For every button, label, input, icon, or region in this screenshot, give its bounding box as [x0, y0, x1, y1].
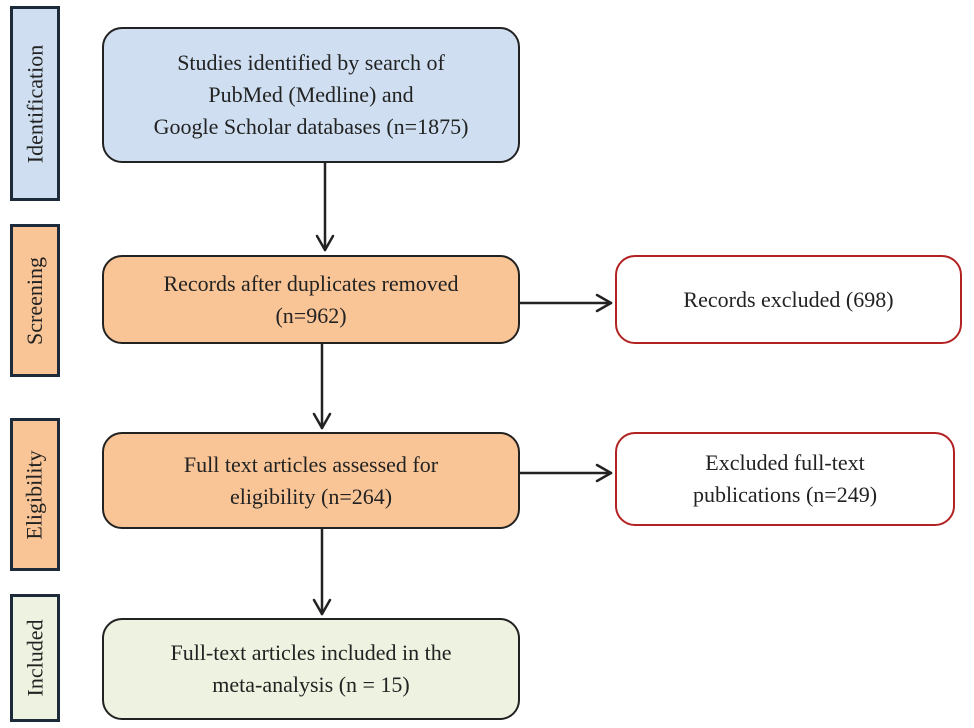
box-assessed-line-1: Full text articles assessed for: [183, 451, 439, 477]
arrow-to-excluded-fulltext: [518, 463, 613, 483]
arrow-duplicates-to-assessed: [312, 342, 332, 430]
box-after-duplicates: Records after duplicates removed (n=962): [102, 255, 520, 344]
box-excluded-fulltext-line-1: Excluded full-text: [705, 450, 865, 475]
arrow-identified-to-duplicates: [315, 161, 335, 252]
box-included-final: Full-text articles included in the meta-…: [102, 618, 520, 720]
box-excluded-fulltext: Excluded full-text publications (n=249): [615, 432, 955, 526]
box-excluded-fulltext-line-2: publications (n=249): [692, 482, 878, 507]
arrow-assessed-to-included: [312, 527, 332, 616]
stage-label-identification: Identification: [10, 6, 60, 201]
stage-label-screening: Screening: [10, 224, 60, 377]
box-studies-identified: Studies identified by search of PubMed (…: [102, 27, 520, 163]
box-assessed-line-2: eligibility (n=264): [229, 483, 393, 509]
arrow-to-records-excluded: [518, 293, 613, 313]
box-included-line-1: Full-text articles included in the: [170, 640, 452, 665]
box-records-excluded-line-1: Records excluded (698): [683, 286, 894, 312]
box-duplicates-line-1: Records after duplicates removed: [163, 270, 459, 296]
box-identified-line-1: Studies identified by search of: [177, 50, 445, 75]
box-included-line-2: meta-analysis (n = 15): [212, 672, 410, 697]
box-records-excluded: Records excluded (698): [615, 255, 962, 344]
box-identified-line-3: Google Scholar databases (n=1875): [153, 114, 469, 139]
box-identified-line-2: PubMed (Medline) and: [208, 82, 414, 107]
box-fulltext-assessed: Full text articles assessed for eligibil…: [102, 432, 520, 529]
box-duplicates-line-2: (n=962): [275, 302, 347, 328]
stage-label-eligibility: Eligibility: [10, 418, 60, 571]
stage-label-included: Included: [10, 594, 60, 722]
